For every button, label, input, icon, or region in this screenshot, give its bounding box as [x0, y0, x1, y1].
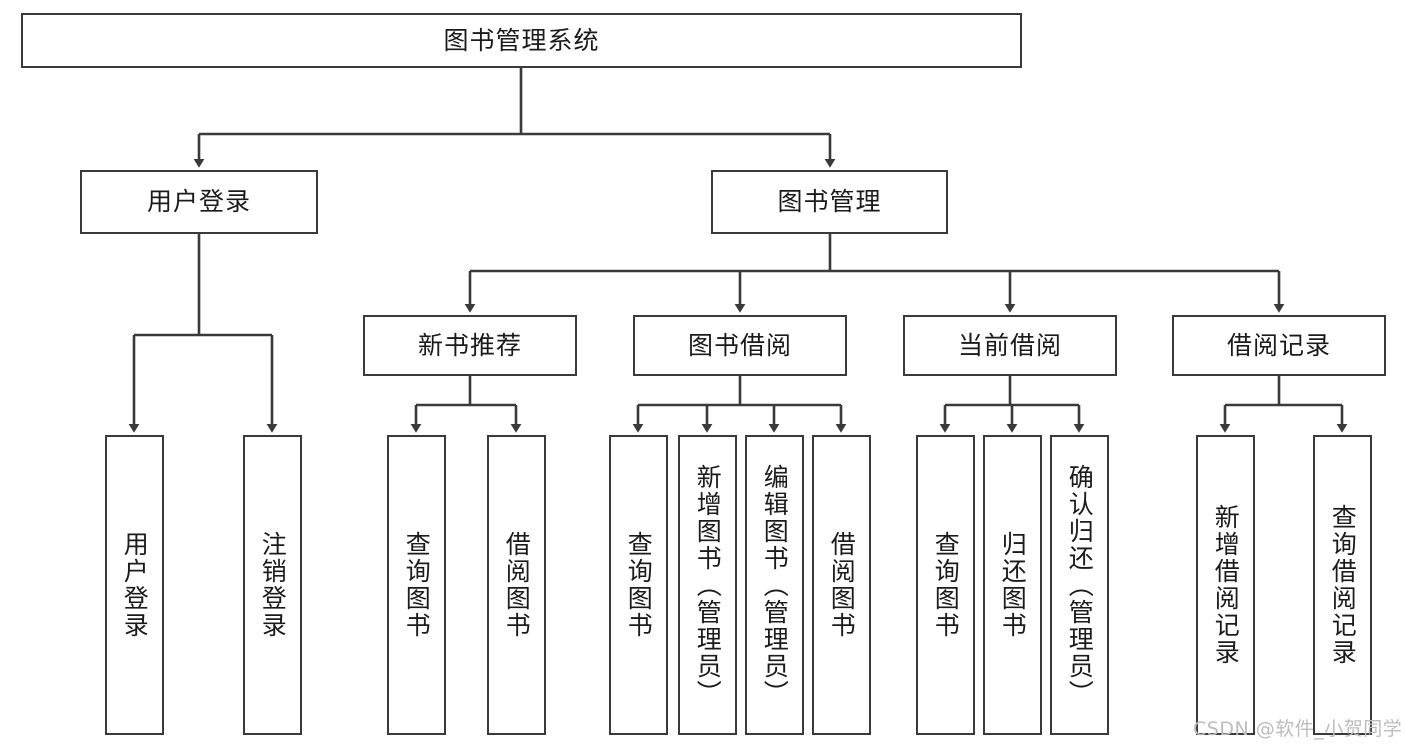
node-leaf-edit-book[interactable]: 编辑图书（管理员）: [745, 435, 804, 735]
node-leaf-borrow-book-2[interactable]: 借阅图书: [812, 435, 871, 735]
csdn-watermark: CSDN @软件_小贺同学: [1193, 718, 1403, 740]
node-current-borrow[interactable]: 当前借阅: [903, 315, 1117, 376]
node-leaf-add-borrow-record[interactable]: 新增借阅记录: [1196, 435, 1255, 735]
node-leaf-user-logout[interactable]: 注销登录: [243, 435, 302, 735]
node-leaf-add-book[interactable]: 新增图书（管理员）: [678, 435, 737, 735]
node-leaf-query-book-1[interactable]: 查询图书: [387, 435, 446, 735]
node-leaf-user-login[interactable]: 用户登录: [105, 435, 164, 735]
node-leaf-borrow-book-1[interactable]: 借阅图书: [487, 435, 546, 735]
node-leaf-query-book-2[interactable]: 查询图书: [609, 435, 668, 735]
node-leaf-return-book[interactable]: 归还图书: [983, 435, 1042, 735]
node-user-login[interactable]: 用户登录: [80, 170, 318, 234]
node-borrow-record[interactable]: 借阅记录: [1172, 315, 1386, 376]
node-new-book-recommend[interactable]: 新书推荐: [363, 315, 577, 376]
node-book-management[interactable]: 图书管理: [711, 170, 948, 234]
node-book-borrow[interactable]: 图书借阅: [633, 315, 847, 376]
node-root[interactable]: 图书管理系统: [21, 13, 1022, 68]
node-leaf-query-borrow-record[interactable]: 查询借阅记录: [1313, 435, 1372, 735]
node-leaf-query-book-3[interactable]: 查询图书: [916, 435, 975, 735]
node-leaf-confirm-return[interactable]: 确认归还（管理员）: [1050, 435, 1109, 735]
